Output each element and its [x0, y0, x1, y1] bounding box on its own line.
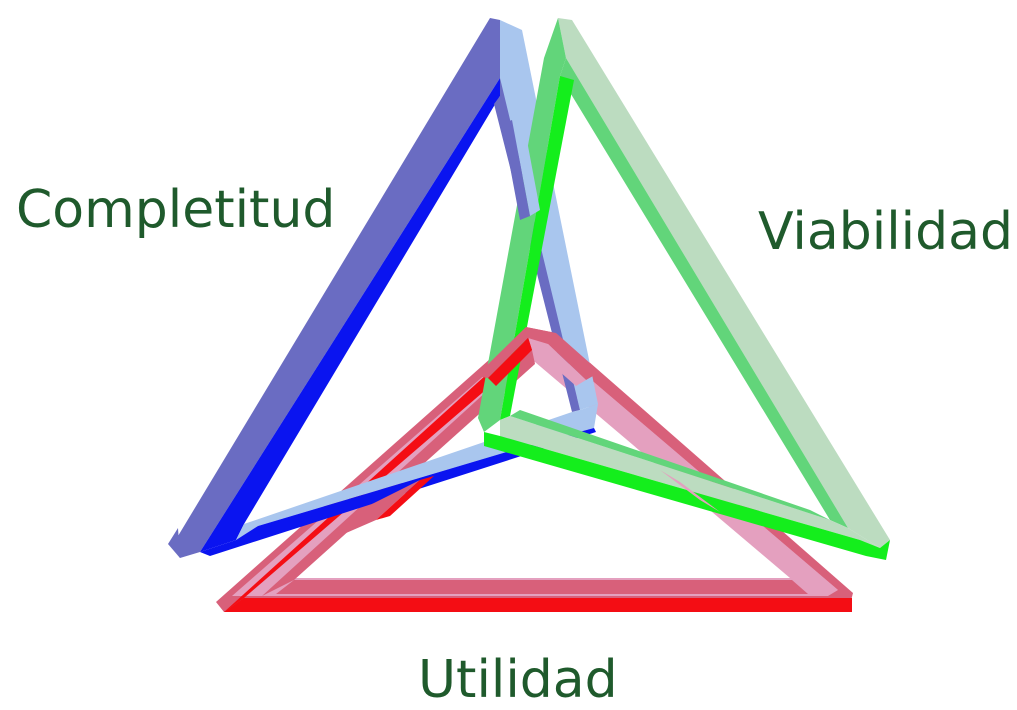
viabilidad-bottom-bright [484, 432, 890, 560]
utilidad-overlap-right [660, 470, 720, 512]
utilidad-triangle-hole [296, 362, 790, 578]
completitud-right-light [500, 20, 598, 410]
completitud-label: Completitud [16, 180, 336, 240]
utilidad-triangle [216, 327, 853, 612]
completitud-overlap-top-dark [502, 120, 530, 220]
utilidad-triangle-bright-left [224, 337, 532, 612]
viabilidad-right-light [558, 18, 890, 548]
viabilidad-left-bright [500, 76, 574, 420]
viabilidad-left-dark [478, 18, 566, 432]
completitud-overlap-top [502, 114, 540, 220]
completitud-tip-notch [168, 528, 180, 558]
utilidad-overlap-left-bright [376, 476, 434, 520]
utilidad-overlap-left-face [330, 480, 420, 540]
utilidad-overlap-left [330, 476, 434, 540]
utilidad-overlap-right-face [660, 470, 720, 512]
utilidad-overlap-center-outer [476, 327, 600, 380]
viabilidad-bottom-light [500, 416, 880, 548]
utilidad-triangle-inner-bottom [276, 580, 808, 594]
utilidad-overlap-center [476, 327, 600, 386]
utilidad-label: Utilidad [418, 650, 618, 710]
completitud-left-bright [200, 78, 500, 552]
utilidad-overlap-center-face [542, 344, 586, 386]
viabilidad-bottom-dark [510, 410, 830, 520]
viabilidad-right-dark [560, 58, 848, 528]
completitud-left-outer [172, 18, 500, 558]
utilidad-triangle-bright-bottom [224, 598, 852, 612]
viabilidad-triangle [478, 18, 890, 560]
utilidad-overlap-center-bright [488, 338, 532, 386]
utilidad-triangle-inner-right [538, 343, 838, 590]
completitud-overlap-top-light [512, 114, 540, 216]
viabilidad-label: Viabilidad [758, 202, 1013, 262]
